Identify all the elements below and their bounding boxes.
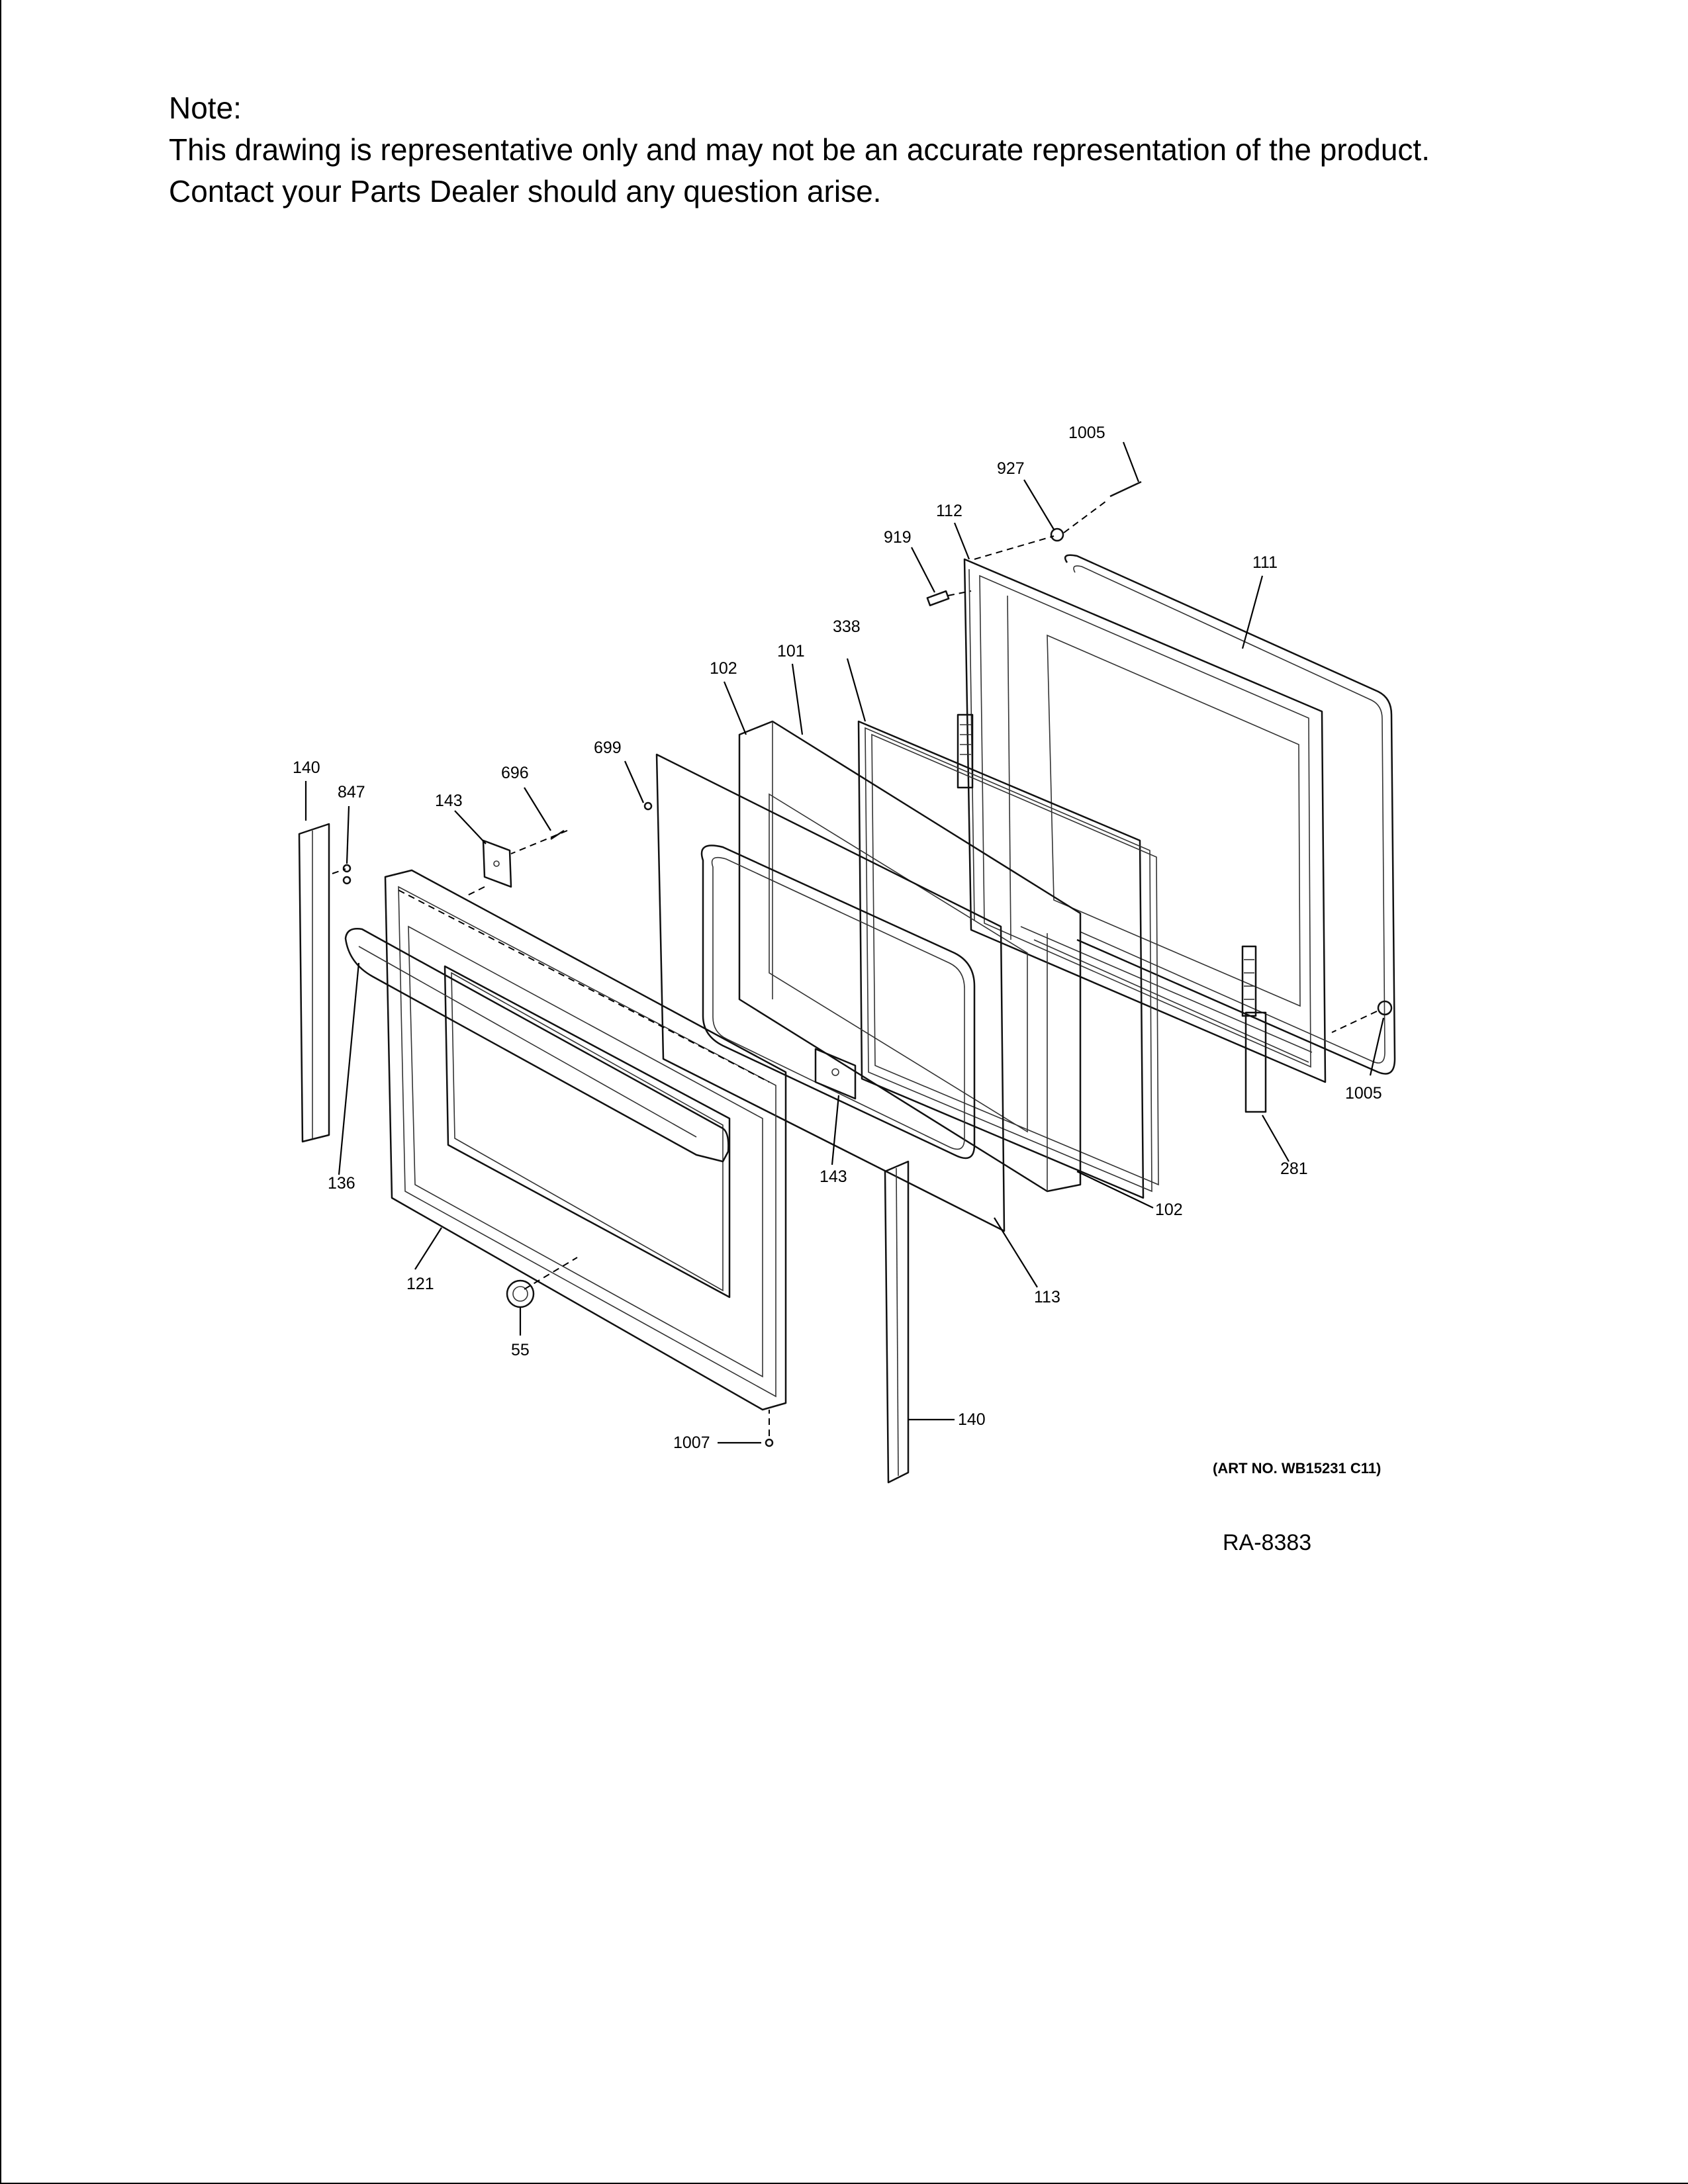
bracket-143-center	[814, 1048, 857, 1100]
reference-code: RA-8383	[1223, 1530, 1312, 1555]
callout-113: 113	[1034, 1288, 1060, 1306]
callout-143-center: 143	[820, 1167, 847, 1186]
callout-338: 338	[833, 617, 861, 636]
inner-panel-113	[655, 753, 1006, 1232]
inner-door-liner	[963, 558, 1327, 1083]
disclaimer-note: Note: This drawing is representative onl…	[169, 87, 1625, 212]
callout-1007: 1007	[673, 1433, 710, 1452]
callout-111: 111	[1252, 553, 1278, 572]
note-line-2: Contact your Parts Dealer should any que…	[169, 174, 882, 208]
door-gasket	[1064, 554, 1396, 1075]
insulation-block	[738, 720, 1082, 1193]
callout-55: 55	[511, 1341, 530, 1359]
callout-696: 696	[501, 764, 529, 782]
callout-1005-right: 1005	[1345, 1084, 1382, 1103]
callout-labels: 1005 927 112 919 111 338 101 102 699 140…	[293, 424, 1382, 1452]
note-line-1: This drawing is representative only and …	[169, 132, 1430, 167]
callout-281: 281	[1280, 1160, 1308, 1178]
callout-927: 927	[997, 459, 1025, 478]
callout-919: 919	[884, 528, 912, 547]
side-channel-right	[884, 1160, 910, 1484]
outer-door-panel	[384, 869, 787, 1411]
callout-112: 112	[936, 502, 962, 520]
callout-102-bottom: 102	[1155, 1201, 1183, 1219]
callout-847: 847	[338, 783, 365, 801]
leader-lines	[305, 441, 1385, 1444]
hinge-281	[1241, 945, 1267, 1113]
callout-121: 121	[406, 1275, 434, 1293]
side-channel-left	[298, 823, 330, 1143]
screw-1007	[765, 1438, 774, 1447]
art-number: (ART NO. WB15231 C11)	[1213, 1460, 1382, 1477]
callout-136: 136	[328, 1174, 355, 1193]
callout-101: 101	[777, 642, 805, 660]
bracket-143-left	[482, 839, 512, 888]
note-heading: Note:	[169, 91, 242, 125]
callout-699: 699	[594, 739, 622, 757]
callout-143-left: 143	[435, 792, 463, 810]
hinge-upper	[957, 713, 974, 789]
callout-140-left: 140	[293, 758, 320, 777]
callout-102-top: 102	[710, 659, 737, 678]
callout-1005-top: 1005	[1068, 424, 1105, 442]
fasteners	[342, 480, 1393, 1016]
callout-140-right: 140	[958, 1410, 986, 1429]
assembly-lines	[332, 499, 1378, 1436]
door-knob	[506, 1279, 535, 1308]
glass-pack-338	[857, 720, 1159, 1199]
door-handle	[344, 928, 729, 1163]
